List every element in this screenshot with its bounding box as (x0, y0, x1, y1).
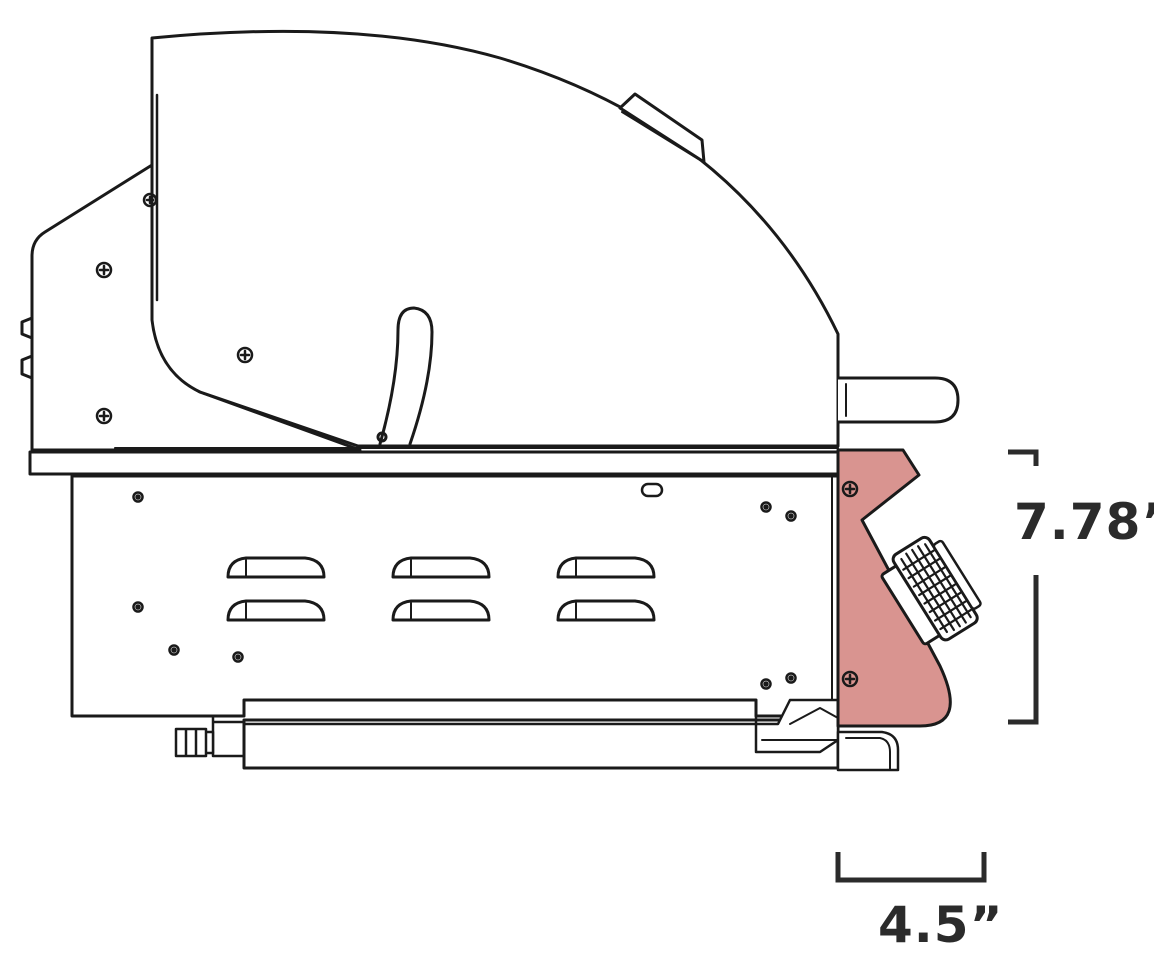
lever-pivot (376, 431, 388, 443)
control-foot (836, 730, 900, 772)
hood-top-vent-inner (621, 111, 701, 161)
firebox-body (70, 474, 840, 718)
drip-tray (242, 718, 840, 770)
rear-bracket-tabs (20, 316, 34, 380)
hood-top-vent (618, 92, 706, 164)
hood (150, 29, 840, 448)
firebox-slot (640, 482, 664, 498)
control-knob (880, 535, 982, 646)
width-dimension-bracket (835, 852, 987, 883)
control-panel-screws (841, 480, 859, 688)
drip-tray-lip (242, 698, 758, 726)
tray-bracket-detail (761, 707, 839, 741)
height-dimension-bracket (1008, 449, 1039, 725)
hood-screws (95, 192, 254, 425)
firebox-vents (226, 556, 656, 622)
grill-lid-base (28, 450, 840, 476)
drip-tray-connector (174, 727, 215, 758)
height-dimension-label: 7.78” (1014, 493, 1154, 551)
drip-tray-rail (211, 714, 246, 758)
firebox-screws (132, 491, 797, 690)
hood-lever (378, 306, 434, 446)
control-foot-inner (845, 737, 891, 771)
width-dimension-label: 4.5” (878, 896, 1004, 954)
front-handle (836, 376, 960, 424)
